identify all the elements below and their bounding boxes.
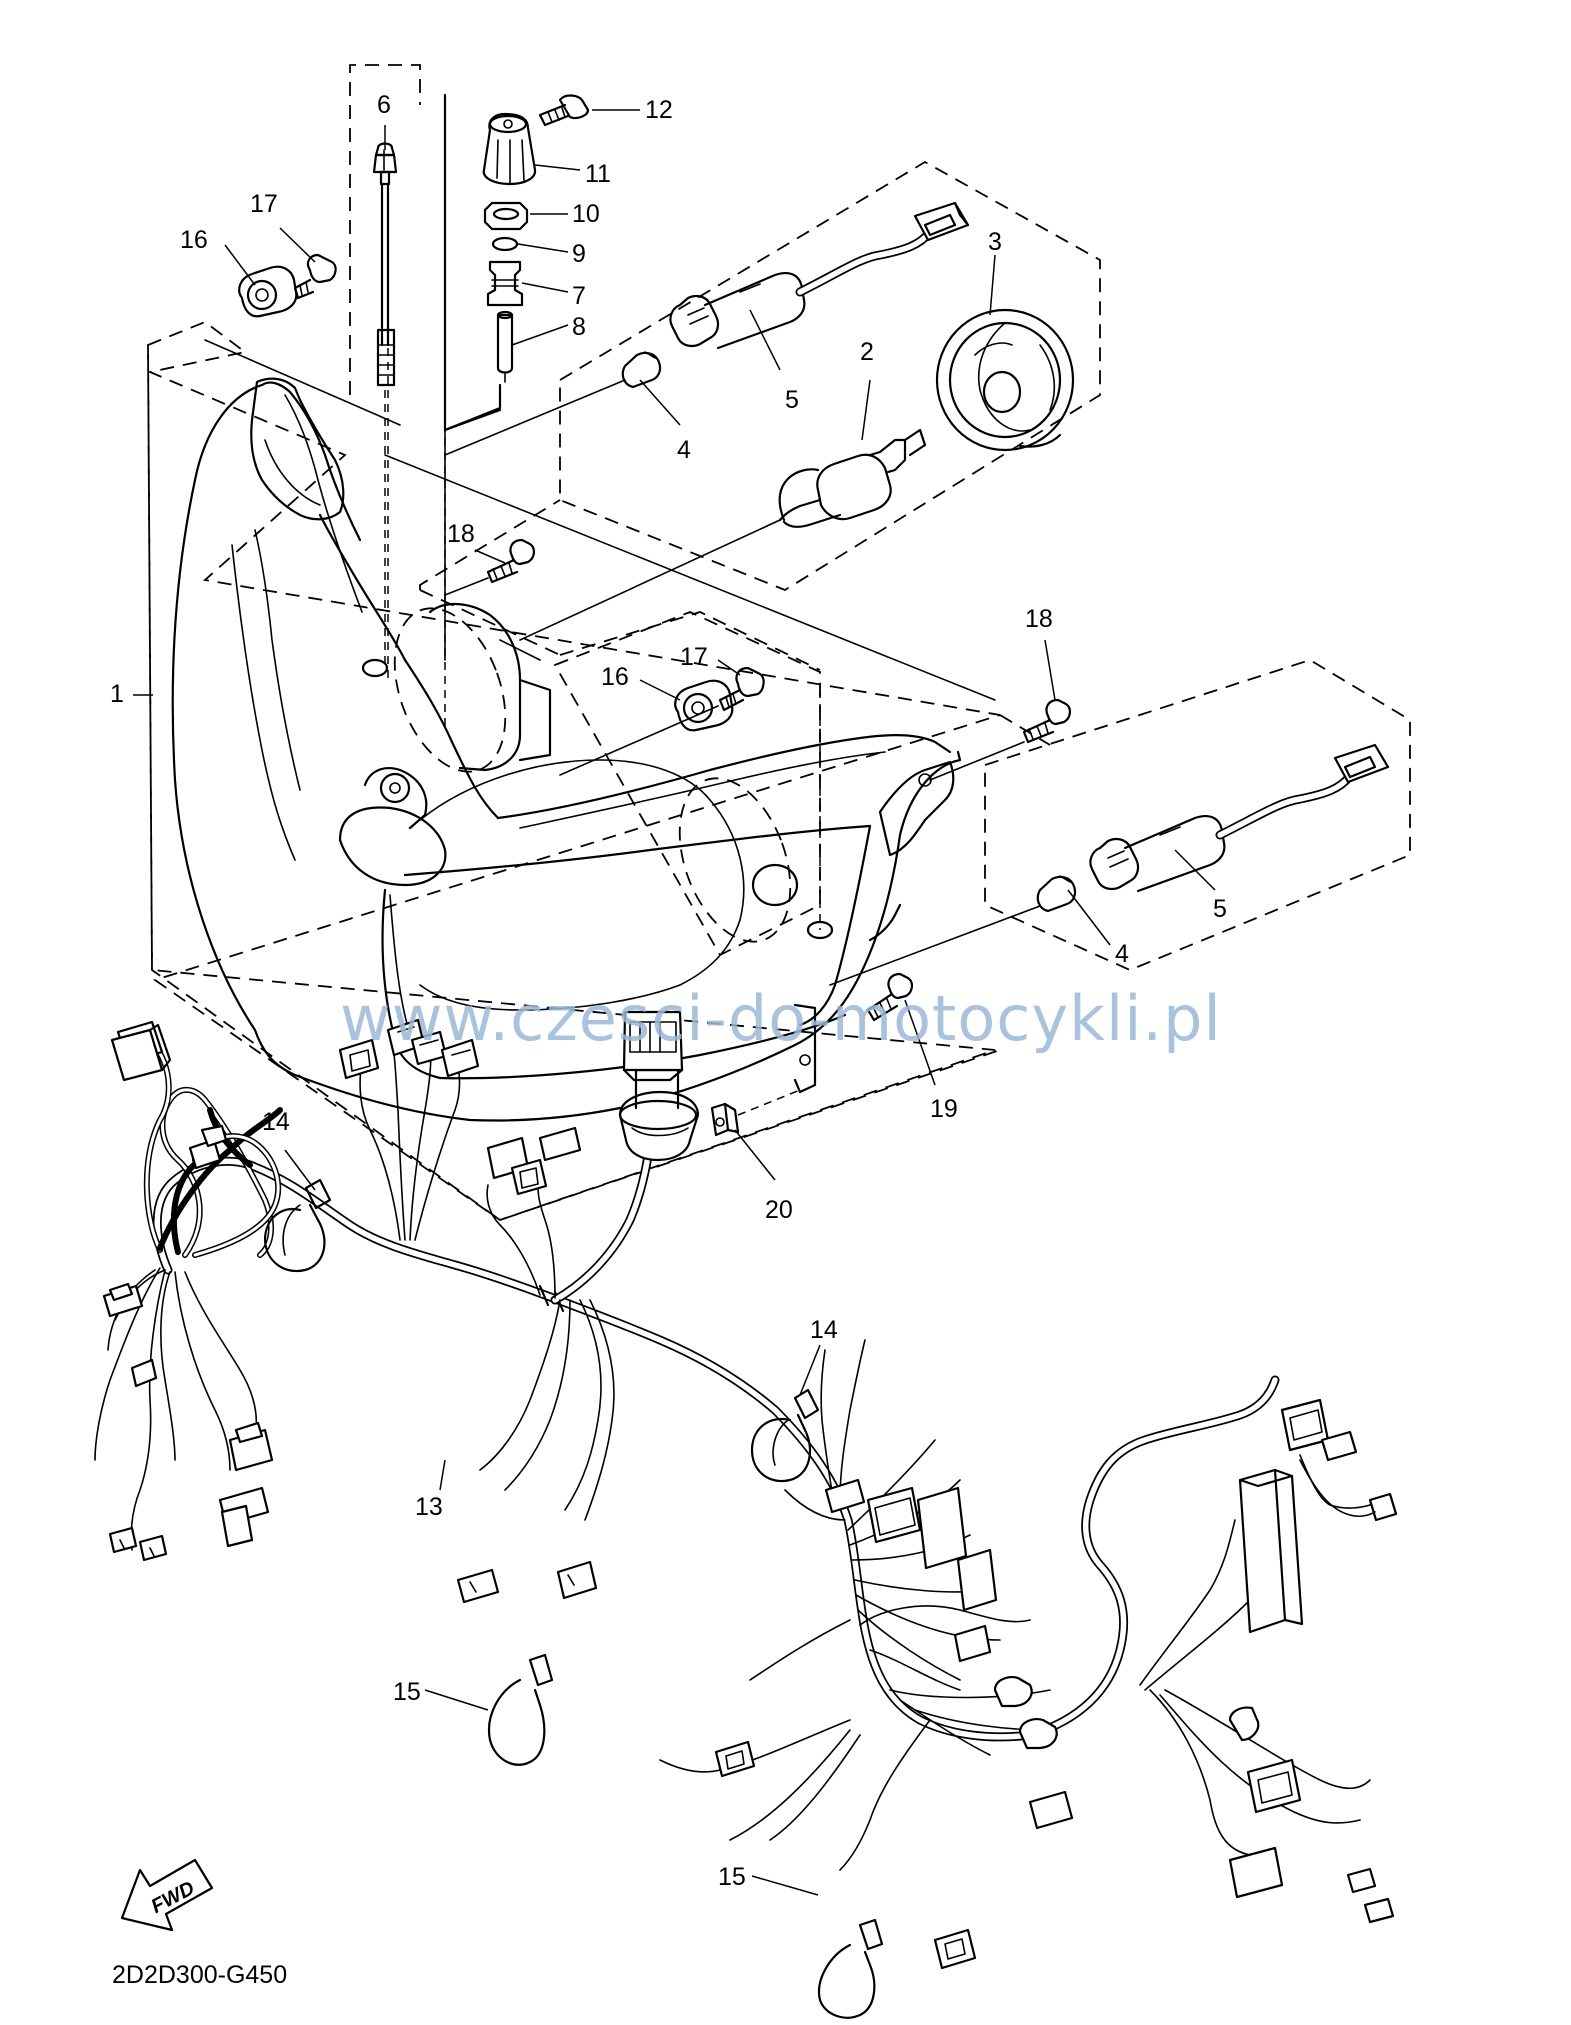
callout-5-upper: 5 [785, 386, 799, 414]
callout-11: 11 [585, 160, 611, 188]
position-socket-lower [1089, 743, 1390, 893]
cable-band-right [817, 1918, 884, 2019]
screw-17-center [718, 666, 765, 712]
adjuster-nut [483, 201, 529, 231]
callout-15-left: 15 [393, 1678, 421, 1706]
callout-17-upper: 17 [250, 190, 278, 218]
axis-lines [204, 339, 1041, 986]
adjuster-screw [372, 142, 398, 670]
screw-18-right [1022, 698, 1071, 744]
callout-13: 13 [415, 1493, 443, 1521]
callout-4-lower: 4 [1115, 940, 1129, 968]
callout-18-right: 18 [1025, 605, 1053, 633]
o-ring [491, 236, 519, 252]
screw-18-upper [486, 538, 535, 584]
position-bulb-lower [1036, 875, 1077, 913]
callout-5-lower: 5 [1213, 895, 1227, 923]
callout-2: 2 [860, 338, 874, 366]
callout-15-right: 15 [718, 1863, 746, 1891]
callout-8: 8 [572, 313, 586, 341]
callout-1: 1 [110, 680, 124, 708]
callout-14-right: 14 [810, 1316, 838, 1344]
callout-7: 7 [572, 282, 586, 310]
screw-17-upper [293, 253, 337, 300]
callout-3: 3 [988, 228, 1002, 256]
headlight-assembly [171, 320, 962, 1122]
clip-nut-20 [710, 1102, 740, 1137]
callout-9: 9 [572, 240, 586, 268]
callout-16-upper: 16 [180, 226, 208, 254]
callout-leaders [133, 109, 1216, 1896]
callout-18-upper: 18 [447, 520, 475, 548]
cable-band-left [487, 1653, 554, 1766]
headlight-reflector-cap [935, 308, 1075, 452]
screw-19 [866, 972, 913, 1022]
callout-16-center: 16 [601, 663, 629, 691]
callout-12: 12 [645, 96, 673, 124]
cable-tie-upper [263, 1178, 332, 1273]
adjuster-bushing [486, 260, 524, 307]
callout-19: 19 [930, 1095, 958, 1123]
grommet-center [674, 679, 734, 732]
position-socket-upper [669, 201, 970, 350]
adjuster-knob [482, 112, 537, 186]
adjuster-pin [496, 310, 514, 383]
callout-4-upper: 4 [677, 436, 691, 464]
callout-14-left: 14 [262, 1108, 290, 1136]
callout-labels: 1 2 3 4 4 5 5 6 7 8 9 10 11 12 13 14 14 … [110, 91, 1227, 1891]
callout-20: 20 [765, 1196, 793, 1224]
cable-tie-middle [750, 1388, 820, 1483]
fwd-arrow: FWD [120, 1858, 214, 1932]
adjuster-screw-12 [538, 94, 590, 127]
harness-connectors [102, 1018, 1398, 1970]
drawing-code: 2D2D300-G450 [112, 1961, 287, 1989]
headlight-bulb [778, 428, 927, 528]
callout-10: 10 [572, 200, 600, 228]
callout-6: 6 [377, 91, 391, 119]
watermark: www.czesci-do-motocykli.pl [340, 982, 1222, 1055]
grommet-upper [238, 265, 298, 318]
callout-17-center: 17 [680, 643, 708, 671]
